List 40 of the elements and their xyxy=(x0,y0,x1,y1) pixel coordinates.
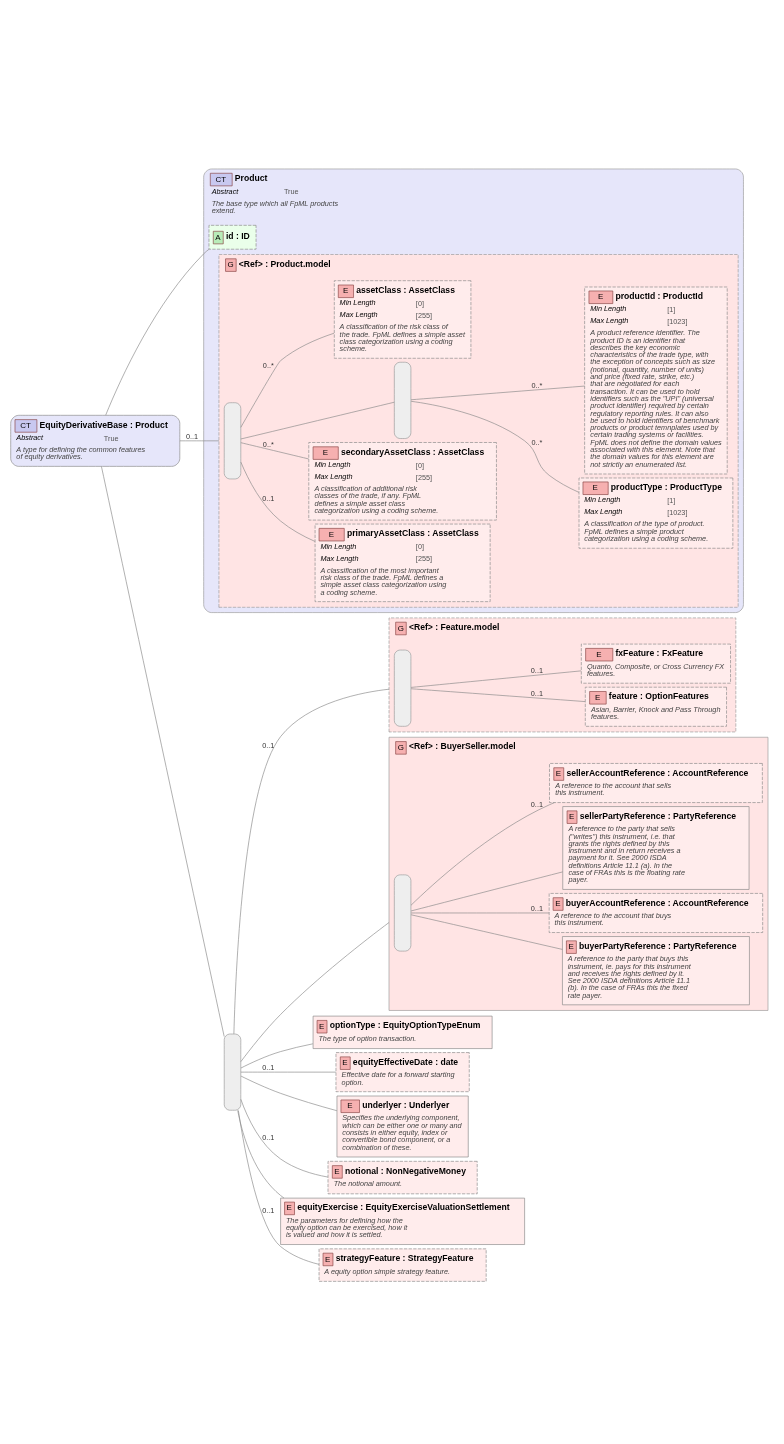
edge-label: 0..1 xyxy=(185,431,199,441)
node-bar xyxy=(223,401,242,479)
connector xyxy=(240,441,310,459)
connector xyxy=(101,465,225,1037)
connector xyxy=(410,385,585,400)
connector xyxy=(410,687,586,702)
connector xyxy=(410,913,563,950)
edge-label: 0..* xyxy=(531,437,543,447)
edge-label: 0..* xyxy=(262,360,274,370)
edge-label: 0..* xyxy=(531,380,543,390)
edge-label: 0..1 xyxy=(530,799,543,809)
connector xyxy=(410,801,555,906)
connector xyxy=(105,248,210,415)
edge-label: 0..1 xyxy=(262,1205,275,1215)
connector xyxy=(179,440,220,441)
edge-label: 0..* xyxy=(262,439,274,449)
edge-label: 0..1 xyxy=(262,740,275,750)
connector xyxy=(240,461,316,542)
connector xyxy=(240,1043,314,1068)
connector xyxy=(410,912,550,913)
connector xyxy=(240,332,335,428)
edge-label: 0..1 xyxy=(262,493,275,503)
edge-label: 0..1 xyxy=(530,903,543,913)
edge-label: 0..1 xyxy=(262,1132,275,1142)
edge-label: 0..1 xyxy=(530,665,543,675)
edge-label: 0..1 xyxy=(530,688,543,698)
connector xyxy=(410,400,580,493)
connector xyxy=(238,1109,320,1265)
connector xyxy=(240,401,395,439)
node-bar xyxy=(394,361,412,439)
connector xyxy=(240,921,390,1062)
edge-label: 0..1 xyxy=(262,1062,275,1072)
node-bar xyxy=(394,649,412,727)
node-bar xyxy=(223,1033,242,1111)
connector xyxy=(240,1071,337,1072)
node-bar xyxy=(394,874,412,951)
connector xyxy=(240,1098,329,1177)
connector xyxy=(410,670,582,688)
connector xyxy=(240,1075,338,1111)
connector xyxy=(237,1109,285,1198)
